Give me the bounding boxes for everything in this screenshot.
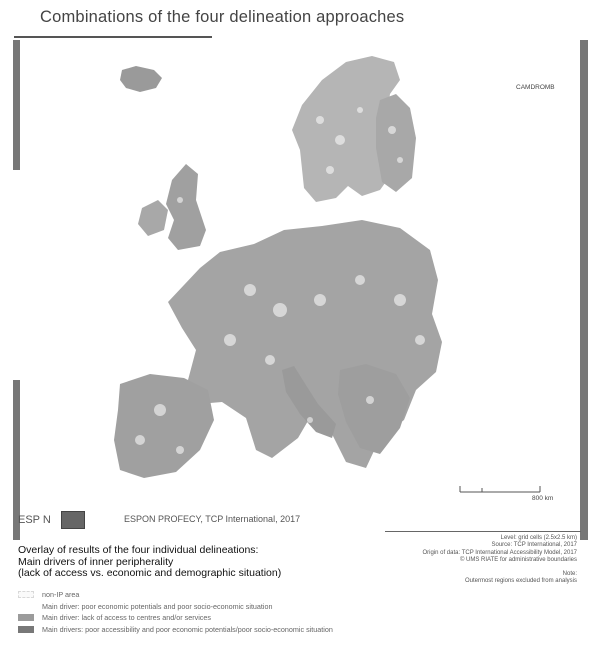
legend-swatch-none bbox=[18, 603, 34, 610]
overlay-heading: Overlay of results of the four individua… bbox=[18, 544, 282, 580]
overlay-line-1: Overlay of results of the four individua… bbox=[18, 544, 259, 556]
europe-map bbox=[114, 56, 541, 493]
legend-swatch-grey bbox=[18, 614, 34, 622]
legend-item-combined: Main drivers: poor accessibility and poo… bbox=[18, 624, 333, 636]
source-line: Level: grid cells (2.5x2.5 km) bbox=[500, 535, 577, 541]
landmass-scandinavia bbox=[292, 56, 400, 202]
map-area: CAMDROMB 800 km bbox=[20, 40, 580, 540]
espon-logo-text: ESP N bbox=[18, 514, 51, 526]
source-line: Source: TCP International, 2017 bbox=[491, 542, 578, 549]
map-speckles bbox=[135, 107, 425, 454]
left-frame-bar-top bbox=[13, 40, 20, 170]
legend-label: Main drivers: poor accessibility and poo… bbox=[42, 624, 333, 634]
landmass-continent bbox=[168, 220, 442, 468]
note-title: Note: bbox=[562, 570, 577, 577]
overlay-line-2: Main drivers of inner peripherality bbox=[18, 555, 174, 568]
legend-swatch-dark bbox=[18, 625, 34, 633]
inset-label-right-0: CAMDROMB bbox=[516, 84, 555, 91]
legend-item-access: Main driver: lack of access to centres a… bbox=[18, 612, 333, 624]
legend-item-economic: Main driver: poor economic potentials an… bbox=[18, 601, 333, 613]
landmass-balkans bbox=[338, 364, 410, 454]
legend-item-non-ip: non-IP area bbox=[18, 589, 333, 601]
landmass-finland bbox=[376, 94, 416, 192]
note-text: Outermost regions excluded from analysis bbox=[464, 578, 577, 585]
legend-label: Main driver: poor economic potentials an… bbox=[42, 601, 273, 611]
landmass-ireland bbox=[138, 200, 168, 236]
landmass-italy bbox=[282, 366, 336, 438]
source-rule bbox=[385, 531, 581, 532]
source-line: Origin of data: TCP International Access… bbox=[422, 549, 577, 556]
right-frame-bar bbox=[580, 40, 588, 540]
legend-label: Main driver: lack of access to centres a… bbox=[42, 613, 211, 623]
overlay-line-3: (lack of access vs. economic and demogra… bbox=[18, 567, 282, 579]
legend-swatch-light bbox=[18, 591, 34, 599]
landmass-iceland bbox=[120, 66, 162, 92]
espon-credit: ESPON PROFECY, TCP International, 2017 bbox=[124, 514, 301, 524]
legend: non-IP area Main driver: poor economic p… bbox=[18, 589, 333, 635]
left-frame-bar-bottom bbox=[13, 380, 20, 540]
source-block: Level: grid cells (2.5x2.5 km) Source: T… bbox=[383, 535, 577, 585]
title-rule bbox=[14, 36, 212, 38]
map-title: Combinations of the four delineation app… bbox=[40, 8, 405, 26]
eu-flag-icon bbox=[60, 511, 85, 529]
scale-bar-label-right: 800 km bbox=[532, 495, 554, 502]
landmass-britain bbox=[166, 164, 206, 250]
legend-label: non-IP area bbox=[42, 590, 80, 600]
landmass-iberia bbox=[114, 374, 214, 478]
source-line: © UMS RIATE for administrative boundarie… bbox=[459, 557, 577, 564]
espon-logo: ESP N bbox=[18, 510, 116, 530]
